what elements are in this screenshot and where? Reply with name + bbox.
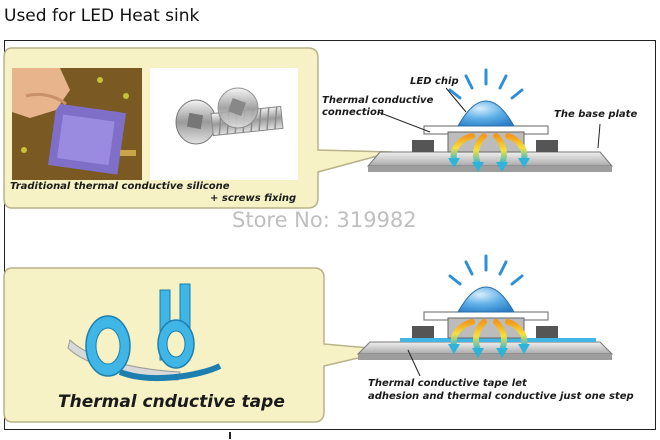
tape-title: Thermal cnductive tape <box>58 392 285 412</box>
top-led-assembly <box>366 68 614 172</box>
tape-rolls-photo <box>67 283 222 382</box>
tape-description-1: Thermal conductive tape let <box>368 378 527 389</box>
base-plate-label: The base plate <box>554 109 638 120</box>
bottom-led-assembly <box>356 254 614 377</box>
page-heading: Used for LED Heat sink <box>4 6 200 26</box>
screws-caption: + screws fixing <box>210 193 297 204</box>
screw-photo <box>150 68 298 180</box>
thermal-connection-label: Thermal conductive <box>322 95 434 106</box>
thermal-connection-label-2: connection <box>322 107 384 118</box>
silicone-caption: Traditional thermal conductive silicone <box>10 181 230 192</box>
bottom-callout <box>3 267 393 423</box>
motherboard-photo <box>12 68 142 180</box>
bottom-tick <box>229 432 231 439</box>
tape-description-2: adhesion and thermal conductive just one… <box>368 391 634 402</box>
led-chip-label: LED chip <box>410 76 459 87</box>
store-watermark: Store No: 319982 <box>232 208 417 232</box>
